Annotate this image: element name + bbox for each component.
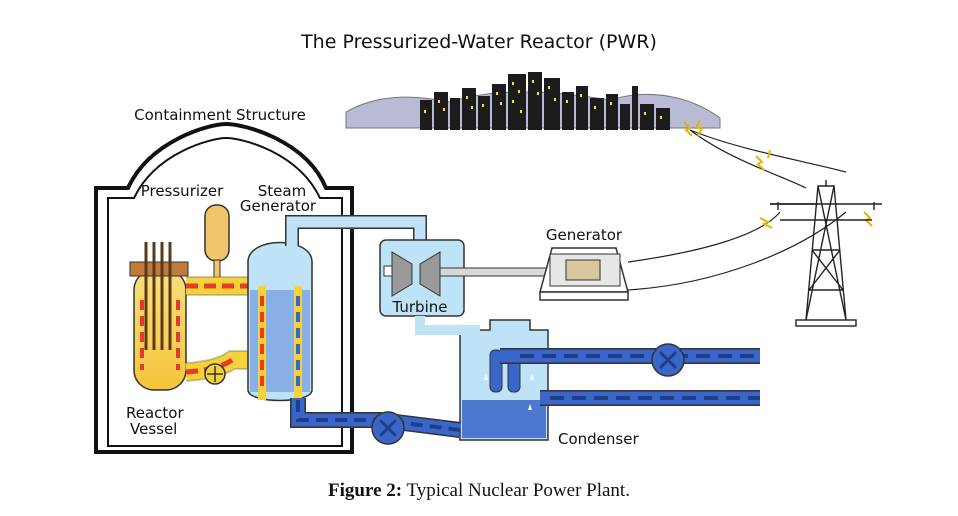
condenser-label: Condenser [558,430,639,448]
caption-text: Typical Nuclear Power Plant. [406,480,630,501]
generator [439,247,629,301]
steam-generator-label-1: Steam [258,182,306,200]
pwr-diagram: The Pressurized-Water Reactor (PWR) [94,31,882,454]
power-lines [627,129,847,291]
spark-icon [683,119,873,229]
generator-label: Generator [546,226,623,244]
pressurizer [204,204,230,283]
transmission-tower [770,180,882,327]
pressurizer-label: Pressurizer [141,182,224,200]
feedwater-line [290,398,461,445]
steam-line [285,215,427,246]
reactor-label-1: Reactor [126,404,184,422]
turbine [379,239,465,317]
steam-generator [247,241,313,402]
diagram-title: The Pressurized-Water Reactor (PWR) [300,31,657,53]
figure-caption: Figure 2: Typical Nuclear Power Plant. [0,480,958,502]
turbine-label: Turbine [392,298,448,316]
containment-label: Containment Structure [134,106,306,124]
steam-generator-label-2: Generator [240,197,317,215]
reactor-label-2: Vessel [130,420,177,438]
city-skyline [345,72,721,130]
cooling-loop [500,343,760,406]
reactor-vessel [129,242,189,391]
caption-label: Figure 2: [328,480,403,501]
condenser [459,319,549,441]
exhaust-duct [415,316,480,335]
